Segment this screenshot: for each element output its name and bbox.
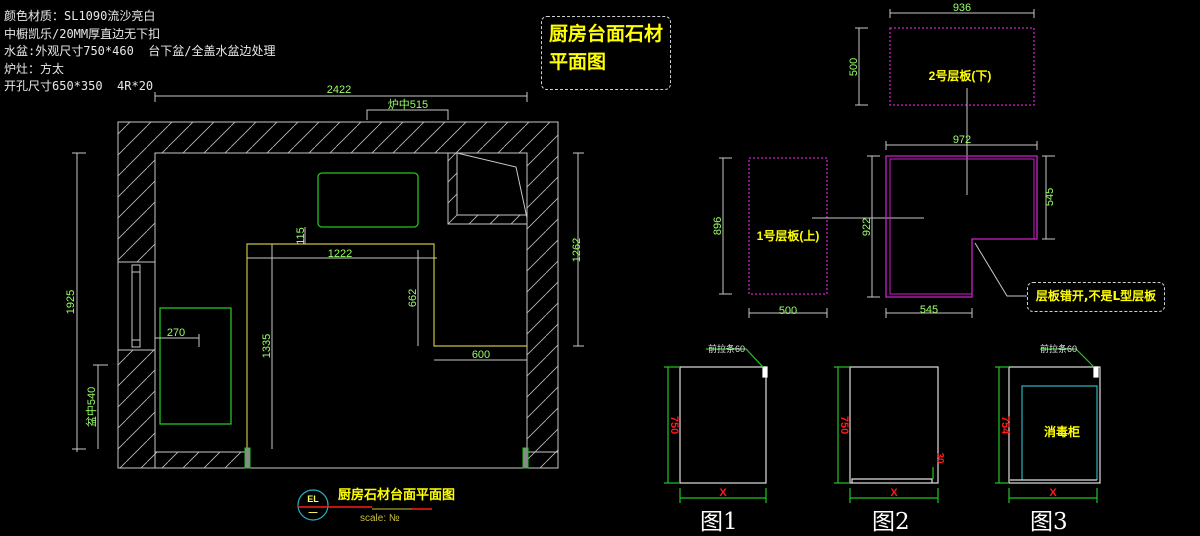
fig2-height: 750 bbox=[838, 416, 850, 434]
caption-symbol-sub: — bbox=[309, 507, 318, 517]
dim-115: 115 bbox=[295, 227, 307, 245]
caption-symbol-letter: EL bbox=[307, 494, 319, 504]
dim-2422: 2422 bbox=[327, 84, 351, 96]
cabinet-figure-labels: 前拉条60 750 X 750 X 30 前拉条60 754 X 消毒柜 bbox=[668, 343, 1080, 499]
fig3-cabinet bbox=[1008, 366, 1101, 484]
fig2-width: X bbox=[890, 487, 898, 499]
shelf-2-label: 2号层板(下) bbox=[929, 68, 992, 83]
dim-922: 922 bbox=[861, 218, 873, 236]
fig2-base bbox=[851, 478, 933, 483]
hob-cutout bbox=[317, 172, 419, 228]
shelves bbox=[719, 9, 1055, 318]
fig1-strip-label: 前拉条60 bbox=[708, 343, 745, 354]
dim-500: 500 bbox=[848, 58, 860, 76]
fig1-cabinet bbox=[679, 366, 767, 484]
note-line: 炉灶：方太 bbox=[4, 61, 65, 76]
fig3-strip-label: 前拉条60 bbox=[1040, 343, 1077, 354]
kitchen-plan bbox=[72, 92, 584, 469]
cabinet-figures bbox=[664, 348, 1101, 503]
sink-cutout bbox=[159, 307, 232, 425]
fig1-strip-leader bbox=[706, 348, 764, 368]
material-notes: 颜色材质：SL1090流沙亮白 中橱凯乐/20MM厚直边无下扣 水盆:外观尺寸7… bbox=[4, 8, 275, 96]
drawing-title: 厨房台面石材平面图 bbox=[549, 23, 664, 73]
note-line: 中橱凯乐/20MM厚直边无下扣 bbox=[4, 26, 161, 41]
drawing-title-box: 厨房台面石材平面图 bbox=[541, 16, 671, 90]
end-cap-left bbox=[244, 447, 251, 469]
dim-500b: 500 bbox=[779, 305, 797, 317]
note-line: 水盆:外观尺寸750*460 台下盆/全盖水盆边处理 bbox=[4, 44, 276, 58]
combined-outline-inner bbox=[889, 158, 1035, 295]
dim-1222: 1222 bbox=[328, 248, 352, 260]
plan-dimension-labels: 2422 炉中515 1925 盆中540 1262 1335 1222 115… bbox=[65, 84, 583, 427]
caption-symbol-circle bbox=[297, 489, 329, 521]
fig2-base-dim: 30 bbox=[934, 452, 945, 464]
fig1-height: 750 bbox=[668, 416, 680, 434]
fig3-appliance bbox=[1021, 385, 1098, 480]
fig3-caption: 图3 bbox=[1030, 509, 1068, 535]
dim-line-hob bbox=[366, 109, 449, 120]
fig1-width: X bbox=[719, 487, 727, 499]
leader-note bbox=[974, 242, 1027, 297]
dim-sink-center: 盆中540 bbox=[84, 387, 98, 427]
counter-edge bbox=[246, 243, 527, 452]
shelf-1-label: 1号层板(上) bbox=[757, 228, 820, 243]
fig3-width: X bbox=[1049, 487, 1057, 499]
dim-972: 972 bbox=[953, 134, 971, 146]
fig2-cabinet bbox=[849, 366, 939, 484]
dim-600: 600 bbox=[472, 349, 490, 361]
fig3-strip bbox=[1093, 366, 1099, 378]
window-pane bbox=[131, 264, 141, 348]
dim-545v: 545 bbox=[1044, 188, 1056, 206]
dim-1335: 1335 bbox=[261, 334, 273, 358]
fig1-caption: 图1 bbox=[700, 509, 738, 535]
shelf-note-box: 层板错开,不是L型层板 bbox=[1027, 282, 1165, 312]
plan-caption: EL — 厨房石材台面平面图 scale: № bbox=[297, 487, 455, 524]
dim-hob-center: 炉中515 bbox=[388, 98, 428, 111]
dim-936: 936 bbox=[953, 2, 971, 14]
fig1-strip bbox=[762, 366, 768, 378]
dim-545h: 545 bbox=[920, 304, 938, 316]
caption-title: 厨房石材台面平面图 bbox=[338, 487, 455, 502]
dim-1925: 1925 bbox=[65, 290, 77, 314]
fig2-caption: 图2 bbox=[872, 509, 910, 535]
note-line: 开孔尺寸650*350 4R*20 bbox=[4, 79, 154, 93]
dim-662: 662 bbox=[407, 289, 419, 307]
shelf-labels: 2号层板(下) 936 500 1号层板(上) 896 500 972 922 … bbox=[712, 2, 1056, 317]
end-cap-right bbox=[522, 447, 529, 469]
combined-outline-outer bbox=[885, 155, 1038, 298]
shelf-2-outline bbox=[889, 27, 1035, 106]
caption-scale: scale: № bbox=[360, 513, 400, 524]
dim-270: 270 bbox=[167, 327, 185, 339]
fig3-height: 754 bbox=[999, 416, 1011, 435]
dim-1262: 1262 bbox=[571, 238, 583, 262]
tall-unit-door bbox=[456, 152, 528, 219]
fig3-appliance-label: 消毒柜 bbox=[1044, 424, 1080, 439]
shelf-note: 层板错开,不是L型层板 bbox=[1035, 289, 1157, 303]
dim-896: 896 bbox=[712, 217, 724, 235]
window bbox=[117, 261, 156, 351]
fig3-strip-leader bbox=[1040, 348, 1095, 368]
shelf-1-outline bbox=[748, 157, 828, 295]
tall-unit-inner bbox=[456, 152, 528, 216]
note-line: 颜色材质：SL1090流沙亮白 bbox=[4, 9, 156, 23]
